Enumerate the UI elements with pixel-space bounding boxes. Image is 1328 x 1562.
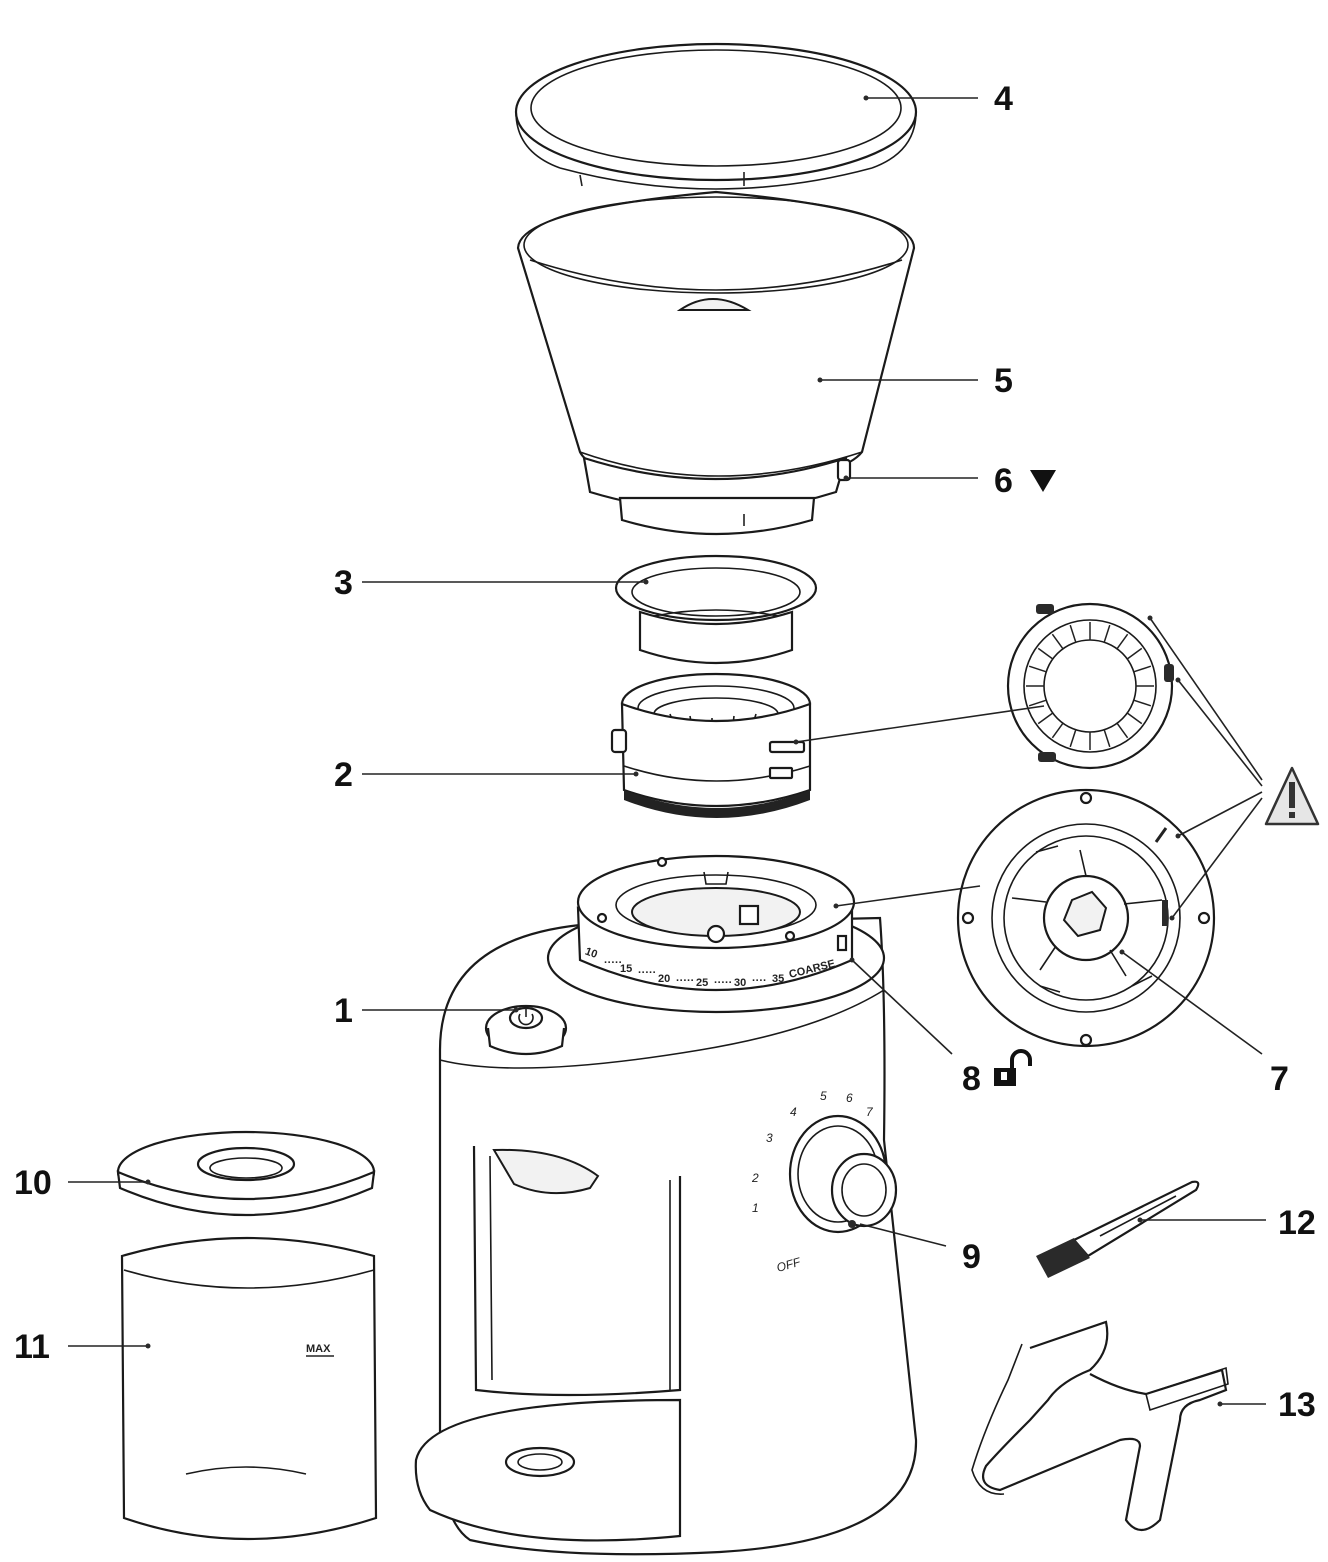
- svg-text:·····: ·····: [676, 975, 694, 987]
- burr-tooth: [1028, 665, 1047, 673]
- burr-tooth: [1116, 633, 1129, 650]
- burr-tooth: [1069, 624, 1077, 643]
- grind-scale-15: 15: [620, 963, 632, 975]
- callout-8: 8: [962, 1060, 981, 1098]
- burr-tooth: [1133, 699, 1152, 707]
- svg-text:····: ····: [752, 975, 767, 987]
- callout-2: 2: [334, 756, 353, 794]
- callout-1: 1: [334, 992, 353, 1030]
- hopper-lid: [514, 42, 918, 190]
- burr-tooth: [1037, 647, 1054, 660]
- dial-number-1: 1: [752, 1201, 759, 1215]
- burr-tooth: [1028, 699, 1047, 707]
- cleaning-brush: [1036, 1180, 1200, 1278]
- burr-tooth: [1116, 722, 1129, 739]
- grounds-container: MAX: [120, 1236, 378, 1541]
- burr-tooth: [1126, 712, 1143, 725]
- callout-3: 3: [334, 564, 353, 602]
- callout-4: 4: [994, 80, 1013, 118]
- svg-text:·····: ·····: [638, 967, 656, 979]
- grind-scale-25: 25: [696, 977, 708, 989]
- dial-number-2: 2: [751, 1171, 759, 1185]
- svg-text:·····: ·····: [714, 977, 732, 989]
- dial-number-3: 3: [766, 1131, 773, 1145]
- burr-tooth: [1126, 647, 1143, 660]
- grind-scale-30: 30: [734, 977, 746, 989]
- callout-5: 5: [994, 362, 1013, 400]
- dial-number-6: 6: [846, 1091, 853, 1105]
- callout-6: 6: [994, 462, 1013, 500]
- burr-tooth: [1103, 729, 1111, 748]
- callout-12: 12: [1278, 1204, 1316, 1242]
- dial-off-label: OFF: [775, 1255, 803, 1275]
- burr-assembly: [610, 672, 812, 818]
- burr-tooth: [1037, 712, 1054, 725]
- grinder-body: 10 ····· 15 ····· 20 ····· 25 ····· 30 ·…: [414, 854, 918, 1556]
- callout-9: 9: [962, 1238, 981, 1276]
- burr-tooth: [1103, 624, 1111, 643]
- dial-number-7: 7: [866, 1105, 874, 1119]
- container-lid: [116, 1130, 376, 1217]
- warning-triangle-icon: [1264, 766, 1320, 826]
- grind-scale-20: 20: [658, 973, 670, 985]
- callout-7: 7: [1270, 1060, 1289, 1098]
- container-max-label: MAX: [306, 1343, 331, 1355]
- portafilter-cradle: [971, 1320, 1229, 1532]
- down-triangle-icon: [1030, 470, 1056, 492]
- callout-11: 11: [14, 1328, 50, 1366]
- callout-10: 10: [14, 1164, 52, 1202]
- unlocked-padlock-icon: [994, 1049, 1032, 1086]
- lower-burr-detail: [956, 788, 1216, 1048]
- upper-burr-collar: [614, 554, 818, 665]
- leader-lines: [68, 95, 1266, 1407]
- dial-number-5: 5: [820, 1089, 827, 1103]
- burr-tooth: [1133, 665, 1152, 673]
- burr-tooth: [1051, 722, 1064, 739]
- burr-tooth: [1051, 633, 1064, 650]
- svg-text:·····: ·····: [604, 957, 622, 969]
- upper-burr-detail: [1006, 602, 1174, 770]
- grind-scale-35: 35: [772, 973, 784, 985]
- grind-scale-10: 10: [583, 945, 599, 960]
- dial-number-4: 4: [790, 1105, 797, 1119]
- burr-tooth: [1069, 729, 1077, 748]
- callout-13: 13: [1278, 1386, 1316, 1424]
- bean-hopper: [516, 190, 916, 536]
